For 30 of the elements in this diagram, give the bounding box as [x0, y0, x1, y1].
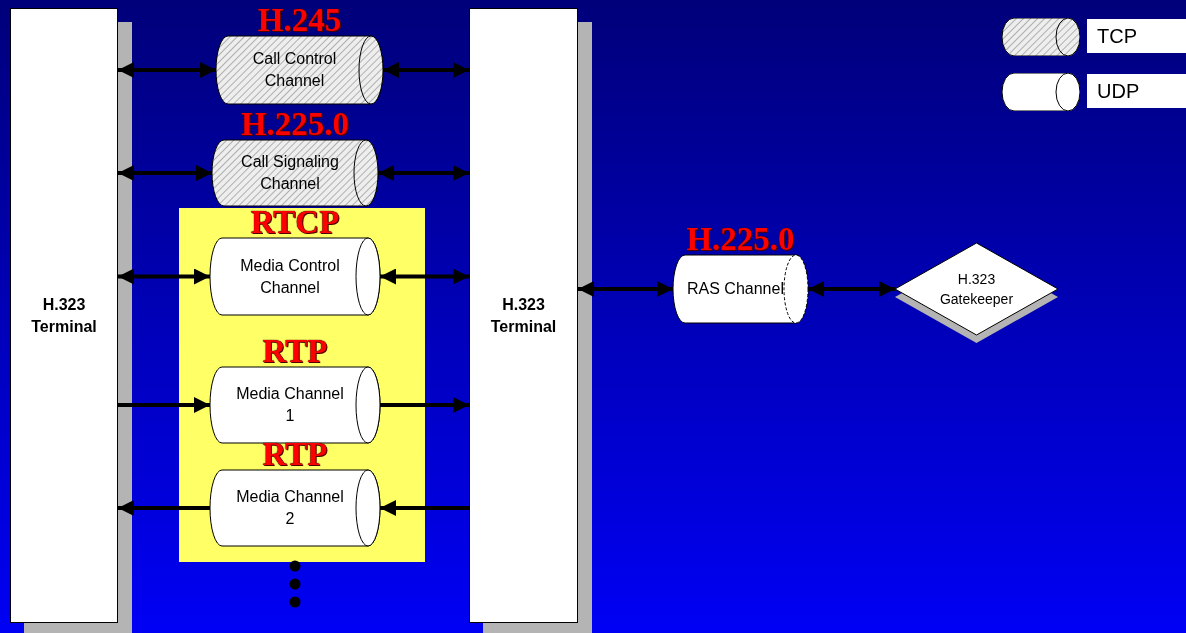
channel-label: RAS Channel [687, 279, 784, 299]
terminal-label: H.323 Terminal [30, 294, 98, 337]
arrow [118, 165, 212, 181]
channel-label: Media Control Channel [239, 255, 341, 298]
terminal-label: H.323 Terminal [489, 294, 558, 337]
arrow [118, 268, 210, 285]
protocol-heading: H.225.0 [686, 223, 795, 255]
channel-label: Media Channel 1 [235, 384, 345, 426]
arrow [118, 500, 210, 516]
channel-label: Call Signaling Channel [240, 152, 340, 194]
arrow [380, 268, 469, 285]
protocol-heading: RTCP [250, 206, 340, 238]
channel-label: Call Control Channel [251, 49, 338, 91]
arrow [578, 281, 673, 297]
arrow [378, 165, 469, 181]
protocol-heading: H.225.0 [240, 108, 350, 140]
legend-label: TCP [1087, 19, 1186, 53]
arrow [808, 281, 895, 297]
protocol-heading: RTP [262, 438, 328, 470]
protocol-heading: H.245 [257, 4, 342, 36]
group-panel [179, 208, 425, 562]
channel-label: Media Channel 2 [235, 487, 345, 529]
legend-label: UDP [1087, 74, 1186, 108]
protocol-heading: RTP [262, 335, 328, 367]
arrow [383, 62, 469, 78]
arrow [380, 500, 469, 516]
arrow [380, 397, 469, 413]
arrow [118, 397, 210, 413]
arrow [118, 62, 216, 78]
gatekeeper-label: H.323 Gatekeeper [938, 270, 1015, 309]
